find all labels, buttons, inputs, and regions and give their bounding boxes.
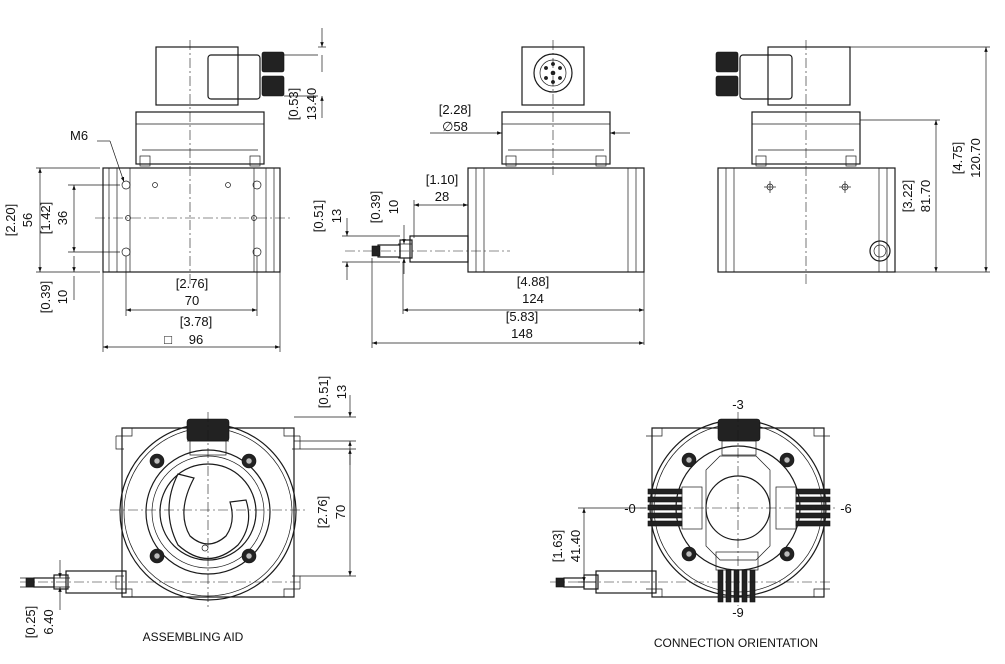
total-in: [5.83] (506, 309, 539, 324)
assembly-width-in: [2.76] (315, 496, 330, 529)
front-width-mm: 70 (185, 293, 199, 308)
orientation-bottom: -9 (732, 605, 744, 620)
body-in: [4.88] (517, 274, 550, 289)
rod-in: [0.39] (368, 191, 383, 224)
front-spacing-in: [1.42] (38, 202, 53, 235)
connection-orientation-caption: CONNECTION ORIENTATION (654, 636, 818, 650)
shaft-in: [0.51] (311, 200, 326, 233)
rod-mm: 10 (386, 200, 401, 214)
rear-total-mm: 120.70 (968, 138, 983, 178)
front-overall-mm: 96 (189, 332, 203, 347)
rear-height-mm: 81.70 (918, 180, 933, 213)
side-view: [2.28] ∅58 [1.10] 28 [0.51] 13 [0.39] 10… (311, 40, 645, 348)
offset-in: [1.10] (426, 172, 459, 187)
assembly-top-mm: 13 (334, 385, 349, 399)
rear-view: [3.22] 81.70 [4.75] 120.70 (715, 40, 990, 285)
connection-orientation-view: -3 -0 -6 -9 [1.63] 41.40 CONNECTION ORIE… (550, 397, 852, 650)
orientation-top: -3 (732, 397, 744, 412)
front-height-mm: 56 (20, 213, 35, 227)
rear-height-in: [3.22] (900, 180, 915, 213)
front-spacing-mm: 36 (55, 211, 70, 225)
orientation-right: -6 (840, 501, 852, 516)
assembly-bottom-in: [0.25] (23, 606, 38, 639)
assembling-aid-caption: ASSEMBLING AID (143, 630, 244, 644)
front-base-in: [0.39] (38, 281, 53, 314)
connector-mm: 13.40 (304, 88, 319, 121)
body-mm: 124 (522, 291, 544, 306)
assembly-bottom-mm: 6.40 (41, 609, 56, 634)
assembly-top-in: [0.51] (316, 376, 331, 409)
orientation-offset-in: [1.63] (550, 530, 565, 563)
orientation-left: -0 (624, 501, 636, 516)
assembly-width-mm: 70 (333, 505, 348, 519)
front-height-in: [2.20] (3, 204, 18, 237)
flange-in: [2.28] (439, 102, 472, 117)
thread-label: M6 (70, 128, 88, 143)
shaft-mm: 13 (329, 209, 344, 223)
left-connector (647, 486, 703, 530)
total-mm: 148 (511, 326, 533, 341)
front-overall-in: [3.78] (180, 314, 213, 329)
flange-mm: ∅58 (442, 119, 468, 134)
offset-mm: 28 (435, 189, 449, 204)
front-base-mm: 10 (55, 290, 70, 304)
orientation-offset-mm: 41.40 (568, 530, 583, 563)
assembling-aid-view: [0.51] 13 [2.76] 70 [0.25] 6.40 ASSEMBLI… (20, 376, 356, 644)
square-symbol: □ (164, 332, 172, 347)
right-connector (775, 486, 831, 530)
bottom-connector (715, 551, 759, 603)
front-width-in: [2.76] (176, 276, 209, 291)
rear-total-in: [4.75] (950, 142, 965, 175)
front-view: M6 [2.20] 56 [1.42] 36 [0.39] 10 [0.53] … (3, 28, 326, 352)
connector-in: [0.53] (286, 88, 301, 121)
